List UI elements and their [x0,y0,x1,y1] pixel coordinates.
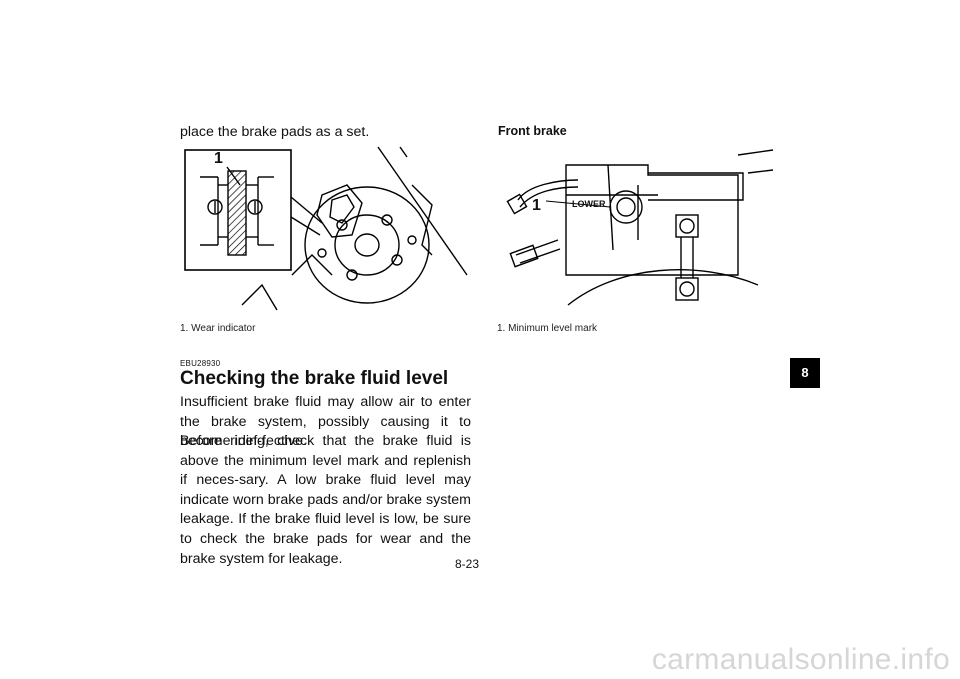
front-brake-heading: Front brake [498,124,567,138]
chapter-tab: 8 [790,358,820,388]
figure2-caption: 1. Minimum level mark [497,323,598,334]
intro-text: place the brake pads as a set. [180,124,370,140]
section-title: Checking the brake fluid level [180,368,449,389]
watermark: carmanualsonline.info [651,643,950,676]
figure2-label: 1 [532,197,541,214]
figure1-caption: 1. Wear indicator [180,323,256,334]
front-brake-reservoir-illustration [506,149,774,306]
paragraph-2: Before riding, check that the brake flui… [180,433,471,567]
page-number: 8-23 [455,557,480,571]
section-code: EBU28930 [180,359,221,368]
brake-pad-wear-illustration [184,146,468,311]
paragraph-1: Insufficient brake fluid may allow air t… [180,394,471,450]
figure1-label: 1 [214,150,223,167]
lower-level-mark: LOWER [572,199,606,209]
